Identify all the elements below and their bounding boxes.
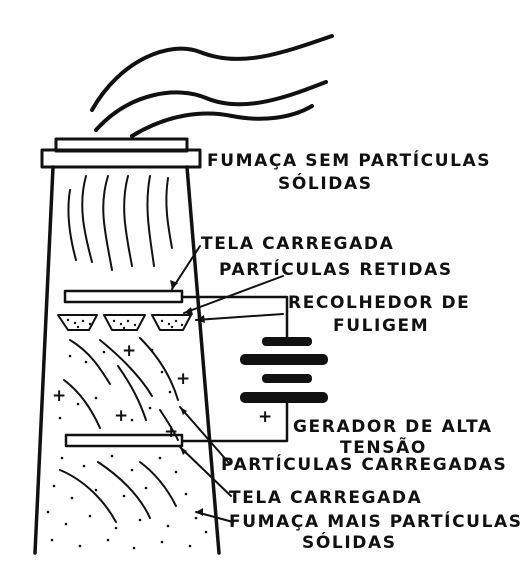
chimney-cap — [40, 148, 202, 169]
plus-sign: + — [122, 341, 138, 361]
label-soot-collector-line2: FULIGEM — [333, 316, 430, 336]
label-clean-smoke: FUMAÇA SEM PARTÍCULAS — [207, 151, 492, 171]
clean-smoke-flow-lines — [67, 175, 173, 271]
chimney-cap-top — [54, 137, 189, 153]
circuit-wires — [180, 295, 289, 443]
top-charged-screen — [63, 289, 184, 304]
high-voltage-generator — [240, 337, 328, 403]
label-generator: GERADOR DE ALTA — [293, 417, 493, 437]
label-soot-collector: RECOLHEDOR DE — [288, 293, 471, 313]
plus-sign: + — [52, 386, 68, 406]
label-dirty-smoke-line2: SÓLIDAS — [302, 533, 397, 553]
pointer-lines — [171, 245, 284, 523]
plus-sign: + — [164, 422, 180, 442]
plus-sign: + — [176, 369, 192, 389]
label-generator-line2: TENSÃO — [340, 438, 427, 458]
label-charged-particles: PARTÍCULAS CARREGADAS — [221, 455, 508, 475]
charged-particle-flow-lines — [59, 337, 179, 523]
plus-sign: + — [114, 406, 130, 426]
label-bottom-charged-screen: TELA CARREGADA — [229, 488, 423, 508]
soot-collector-trays — [57, 314, 192, 331]
arrow-heads — [170, 280, 205, 516]
label-top-charged-screen: TELA CARREGADA — [201, 234, 395, 254]
solid-particles — [46, 318, 208, 550]
chimney-left-wall — [33, 165, 55, 555]
label-retained-particles: PARTÍCULAS RETIDAS — [219, 260, 453, 280]
bottom-charged-screen — [64, 433, 184, 448]
label-clean-smoke-line2: SÓLIDAS — [278, 174, 373, 194]
generator-plus-sign: + — [258, 407, 274, 427]
label-dirty-smoke: FUMAÇA MAIS PARTÍCULAS — [229, 512, 520, 532]
chimney-right-wall — [185, 165, 221, 555]
smoke-waves — [90, 34, 334, 138]
